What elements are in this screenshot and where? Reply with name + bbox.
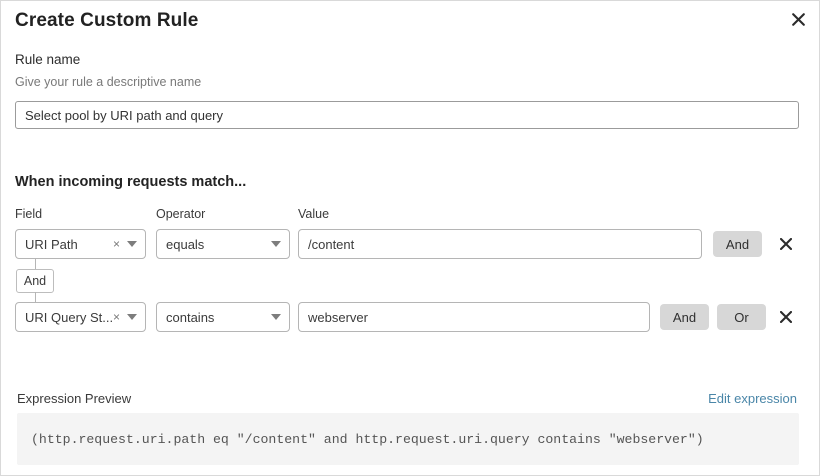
conditions-section-heading: When incoming requests match...: [15, 174, 247, 190]
rule-name-input[interactable]: [15, 101, 799, 129]
clear-icon[interactable]: ×: [112, 310, 120, 324]
chevron-down-icon[interactable]: [271, 314, 281, 320]
operator-select-row-2[interactable]: contains: [156, 302, 290, 332]
column-header-field: Field: [15, 207, 43, 221]
rule-name-label: Rule name: [15, 52, 81, 67]
rule-name-hint: Give your rule a descriptive name: [15, 75, 202, 89]
chevron-down-icon[interactable]: [127, 241, 137, 247]
or-button-row-2[interactable]: Or: [717, 304, 766, 330]
operator-select-row-1[interactable]: equals: [156, 229, 290, 259]
operator-select-value-row-2: contains: [166, 309, 215, 325]
operator-select-value-row-1: equals: [166, 236, 205, 252]
value-input-row-2[interactable]: [298, 302, 650, 332]
delete-condition-icon-row-2[interactable]: [775, 302, 797, 332]
field-select-row-2[interactable]: URI Query St... ×: [15, 302, 146, 332]
connector-line-top: [35, 259, 36, 270]
field-select-row-1[interactable]: URI Path ×: [15, 229, 146, 259]
and-button-row-2[interactable]: And: [660, 304, 709, 330]
field-select-value-row-1: URI Path: [25, 236, 78, 252]
connector-line-bottom: [35, 292, 36, 303]
group-connector-and-button[interactable]: And: [16, 269, 54, 293]
chevron-down-icon[interactable]: [127, 314, 137, 320]
value-input-row-1[interactable]: [298, 229, 702, 259]
and-button-row-1[interactable]: And: [713, 231, 762, 257]
delete-condition-icon-row-1[interactable]: [775, 229, 797, 259]
expression-preview-code: (http.request.uri.path eq "/content" and…: [17, 413, 799, 465]
edit-expression-link[interactable]: Edit expression: [708, 391, 797, 406]
expression-preview-label: Expression Preview: [17, 391, 132, 406]
close-icon[interactable]: [786, 7, 810, 31]
page-title: Create Custom Rule: [15, 10, 199, 31]
field-select-value-row-2: URI Query St...: [25, 309, 113, 325]
column-header-operator: Operator: [156, 207, 206, 221]
column-header-value: Value: [298, 207, 330, 221]
clear-icon[interactable]: ×: [112, 237, 120, 251]
chevron-down-icon[interactable]: [271, 241, 281, 247]
